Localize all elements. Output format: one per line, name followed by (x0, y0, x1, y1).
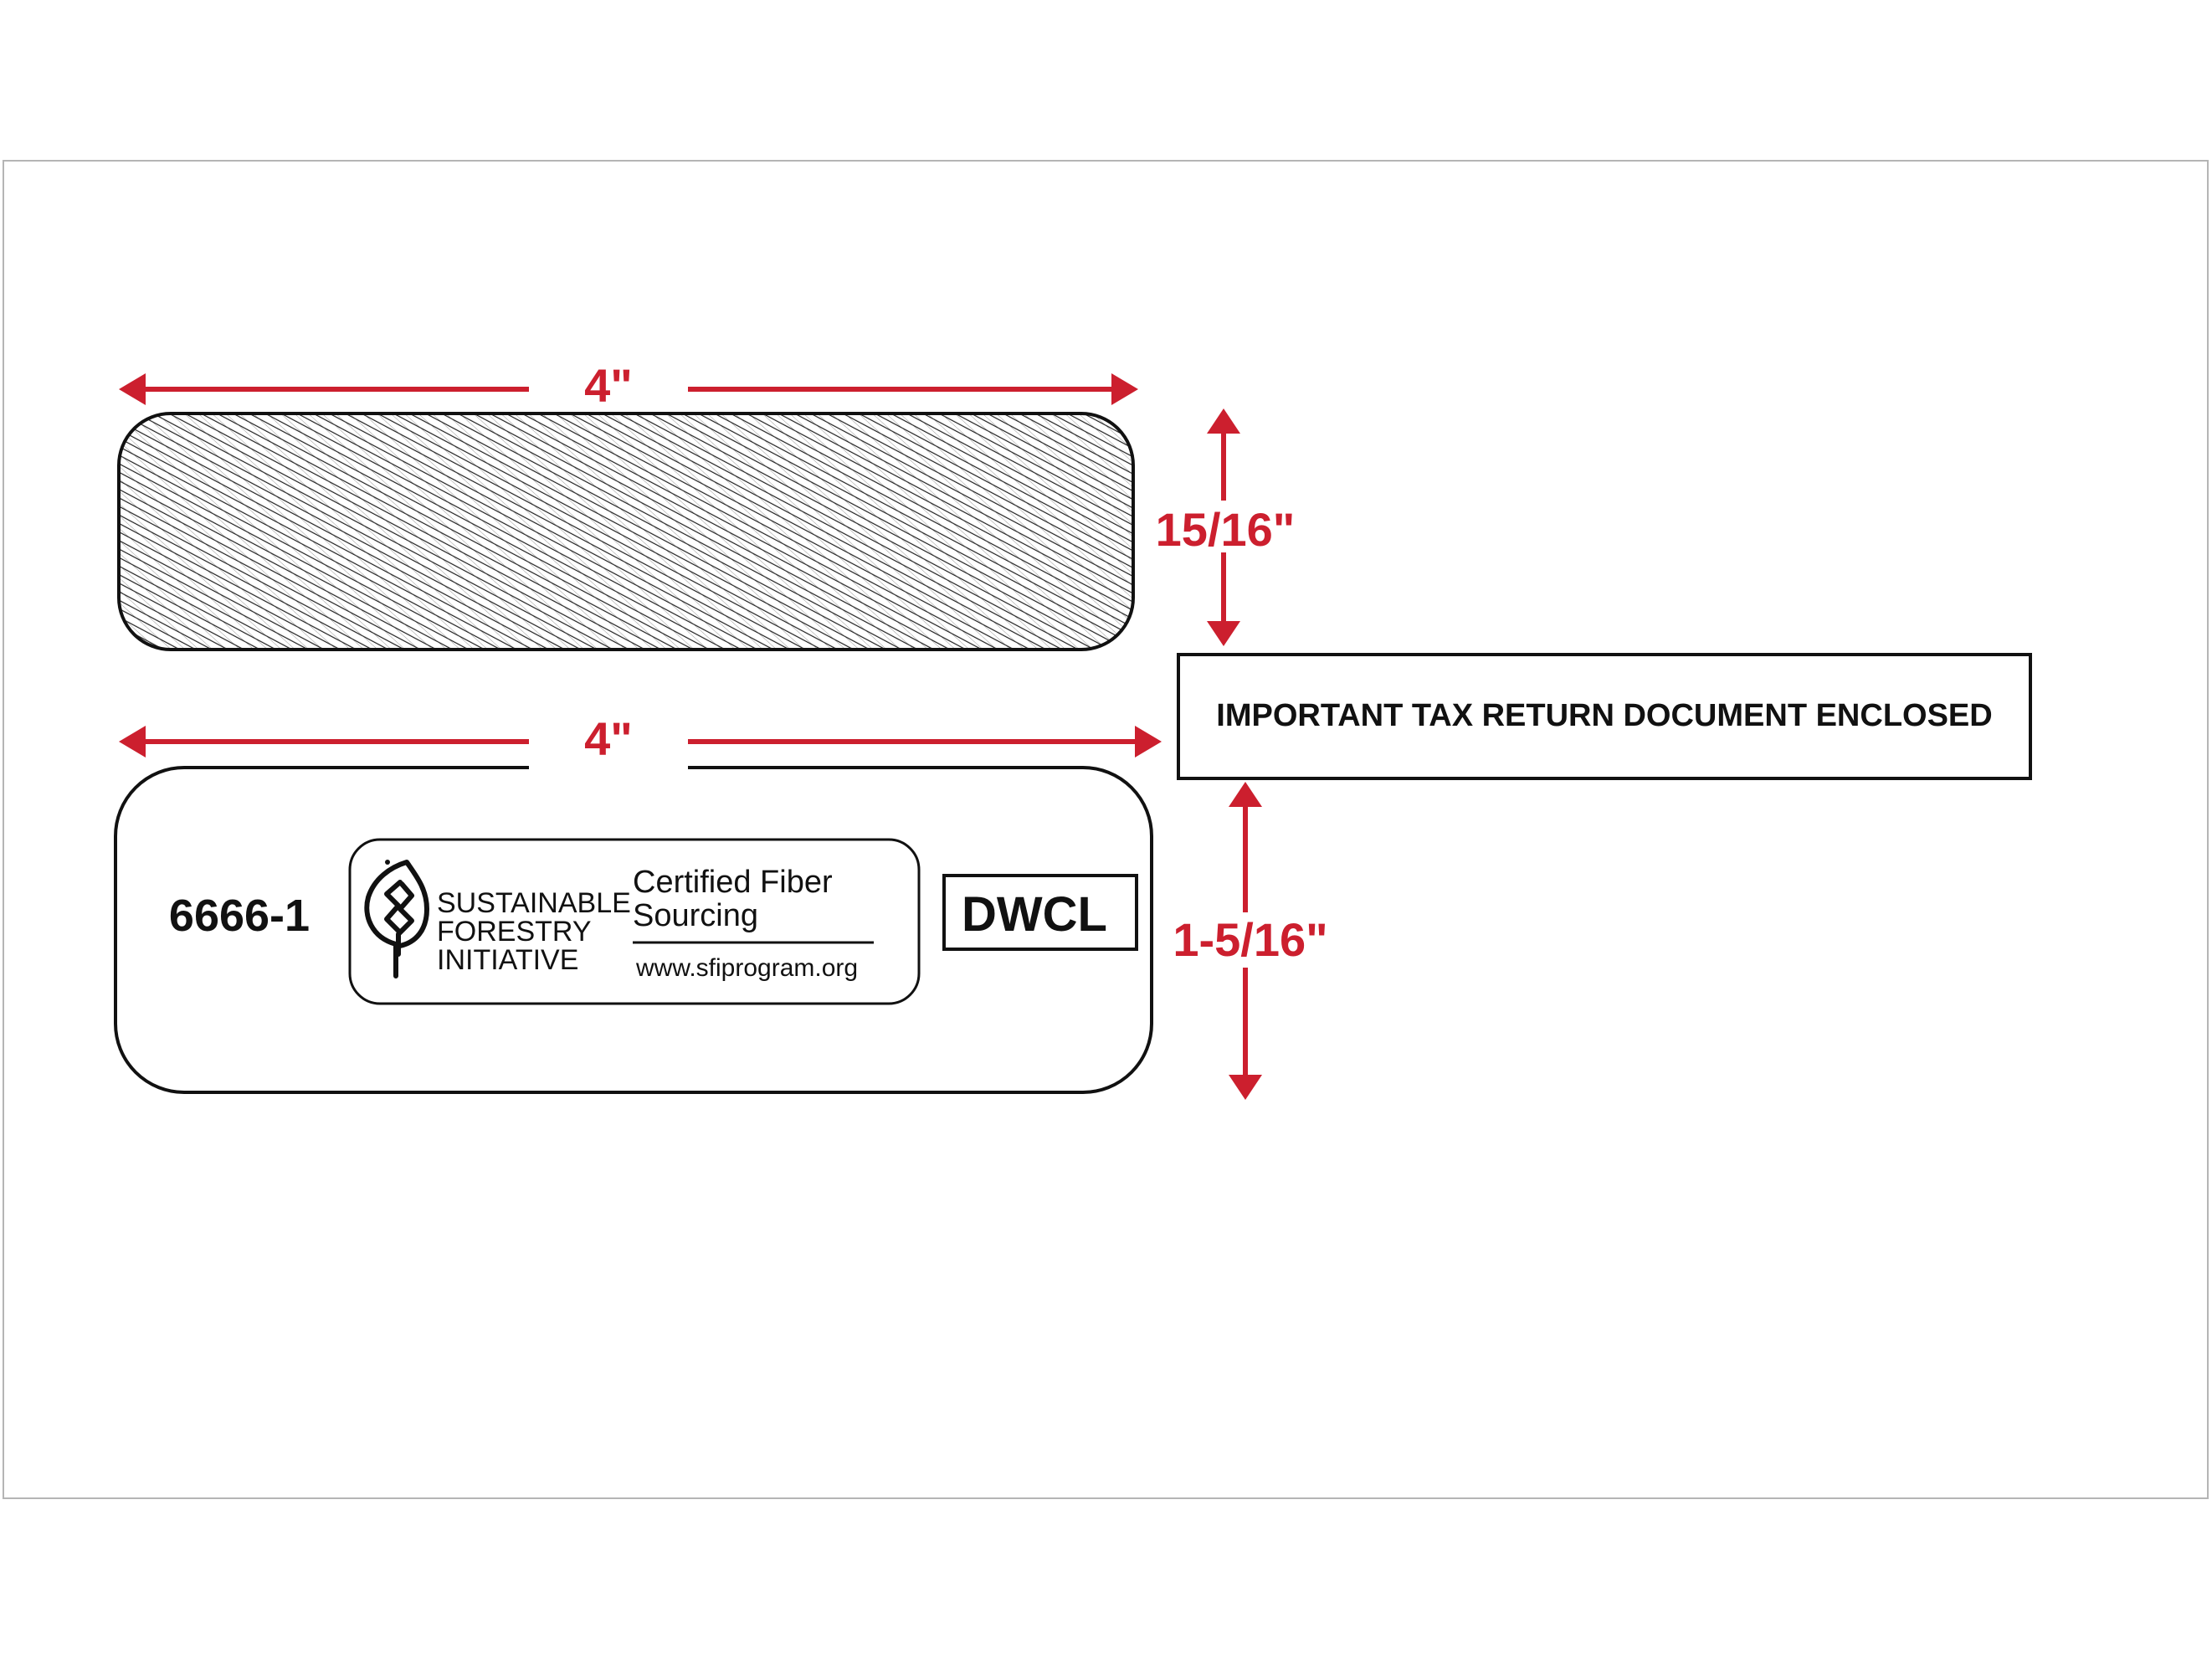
sfi-logo-frame (348, 838, 921, 1005)
top-height-dimension: 15/16" (1156, 408, 1296, 646)
top-width-label: 4" (584, 359, 633, 412)
sfi-name-line-3: INITIATIVE (437, 944, 578, 976)
notice-box: IMPORTANT TAX RETURN DOCUMENT ENCLOSED (1177, 653, 2032, 780)
sfi-url: www.sfiprogram.org (635, 954, 858, 982)
arrow-left-icon (119, 373, 146, 405)
arrow-right-icon (1135, 726, 1162, 758)
arrow-down-icon (1229, 1075, 1262, 1100)
arrow-up-icon (1207, 408, 1240, 434)
sfi-tree-leaf-icon (364, 860, 429, 978)
arrow-up-icon (1229, 782, 1262, 807)
top-height-label: 15/16" (1156, 503, 1296, 556)
bottom-width-dimension: 4" (119, 712, 1162, 772)
product-code: 6666-1 (169, 891, 310, 941)
sfi-logo: SUSTAINABLE FORESTRY INITIATIVE Certifie… (348, 838, 921, 1005)
notice-text: IMPORTANT TAX RETURN DOCUMENT ENCLOSED (1216, 698, 1992, 733)
bottom-height-label: 1-5/16" (1173, 913, 1327, 966)
sfi-name-line-2: FORESTRY (437, 916, 592, 948)
top-window-hatch-overlay (121, 415, 1132, 648)
bottom-window-group: 4" 1-5/16" 6666-1 SUSTAINABLE FORESTRY I… (114, 712, 1328, 1100)
arrow-left-icon (119, 726, 146, 758)
sfi-certified-line-2: Sourcing (633, 898, 758, 933)
top-width-dimension: 4" (119, 359, 1138, 412)
sfi-name-line-1: SUSTAINABLE (437, 887, 631, 919)
arrow-right-icon (1111, 373, 1138, 405)
sfi-certified-line-1: Certified Fiber (633, 865, 833, 900)
style-code: DWCL (962, 887, 1107, 942)
top-window-group: 4" 15/16" (117, 359, 1296, 651)
bottom-height-dimension: 1-5/16" (1173, 782, 1328, 1100)
bottom-width-label: 4" (584, 712, 633, 765)
arrow-down-icon (1207, 621, 1240, 646)
style-code-box: DWCL (942, 874, 1138, 951)
